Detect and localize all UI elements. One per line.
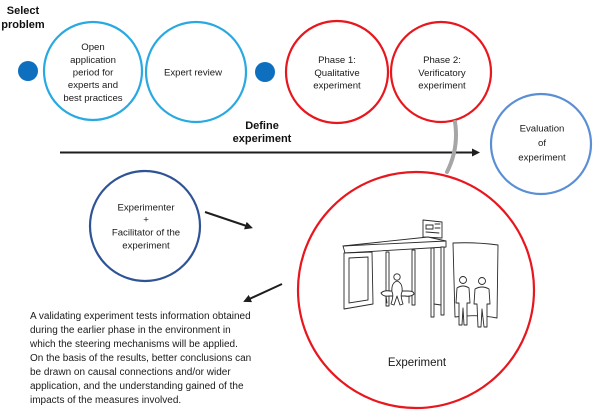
standing-person-head xyxy=(459,276,467,284)
node-label-line: Experimenter xyxy=(117,203,175,214)
node-open-application: Open application period for experts and … xyxy=(42,20,144,122)
description-line: A validating experiment tests informatio… xyxy=(30,311,251,322)
node-evaluation: Evaluation of experiment xyxy=(489,92,593,196)
seated-person-body xyxy=(390,280,404,306)
node-label-line: experiment xyxy=(418,81,466,92)
shelter-post xyxy=(440,246,445,316)
shelter-post xyxy=(411,249,416,306)
experimenter-ring xyxy=(88,169,202,283)
node-label-line: experts and xyxy=(68,80,118,91)
node-label-line: period for xyxy=(73,68,114,79)
shelter-roof xyxy=(342,236,447,254)
standing-person-body xyxy=(455,285,471,326)
node-label-line: Expert review xyxy=(164,68,222,79)
node-phase-2: Phase 2: Verificatory experiment xyxy=(389,20,493,124)
start-milestone-dot xyxy=(18,61,38,81)
node-label-line: best practices xyxy=(63,93,122,104)
define-experiment-line: Define xyxy=(245,120,279,132)
standing-person-body xyxy=(473,286,491,328)
bus-shelter-illustration xyxy=(342,219,499,328)
evaluation-ring xyxy=(489,92,593,196)
define-milestone-dot xyxy=(255,62,275,82)
standing-person-head xyxy=(478,277,486,285)
shelter-post-brace xyxy=(433,303,442,306)
node-label-line: Qualitative xyxy=(314,68,359,79)
node-label-line: of xyxy=(538,138,546,149)
select-problem-line: Select xyxy=(7,5,40,17)
node-label-line: Evaluation xyxy=(520,124,565,135)
phase-experiment-connector xyxy=(445,120,458,174)
description-line: On the basis of the results, better conc… xyxy=(30,353,251,364)
expert-review-ring xyxy=(144,20,248,124)
node-label-line: Open xyxy=(81,42,104,53)
node-phase-1: Phase 1: Qualitative experiment xyxy=(284,19,390,125)
node-label-line: application xyxy=(70,55,116,66)
node-experimenter: Experimenter + Facilitator of the experi… xyxy=(88,169,202,283)
node-expert-review: Expert review xyxy=(144,20,248,124)
node-label-line: experiment xyxy=(518,153,566,164)
select-problem-label: Select problem xyxy=(1,5,45,31)
node-experiment: Experiment xyxy=(296,170,536,410)
bench-legs xyxy=(385,295,410,304)
description-line: during the earlier phase in the environm… xyxy=(30,325,231,336)
open-application-ring xyxy=(42,20,144,122)
experiment-label: Experiment xyxy=(388,357,447,369)
select-problem-line: problem xyxy=(1,19,45,31)
experiment-to-description-arrow xyxy=(243,283,283,303)
shelter-post xyxy=(430,247,435,318)
shelter-sign-detail xyxy=(425,223,441,234)
phase-2-ring xyxy=(389,20,493,124)
shelter-roof-edge xyxy=(342,240,447,247)
description-line: impacts of the measures involved. xyxy=(30,395,181,406)
description-line: application, and the understanding gaine… xyxy=(30,381,244,392)
node-label-line: Phase 2: xyxy=(423,55,461,66)
experiment-ring xyxy=(296,170,536,410)
shelter-side-panel-inner xyxy=(348,256,369,304)
description-line: which the steering mechanisms will be ap… xyxy=(29,339,238,350)
define-experiment-line: experiment xyxy=(233,133,292,145)
experimenter-to-experiment-arrow xyxy=(204,211,253,230)
node-label-line: + xyxy=(143,215,149,226)
description-text: A validating experiment tests informatio… xyxy=(29,311,251,406)
node-label-line: Verificatory xyxy=(418,68,466,79)
node-label-line: Facilitator of the xyxy=(112,228,180,239)
node-label-line: Phase 1: xyxy=(318,55,356,66)
shelter-side-panel xyxy=(343,251,374,310)
seated-person-head xyxy=(393,273,401,281)
phase-1-ring xyxy=(284,19,390,125)
define-experiment-label: Define experiment xyxy=(233,120,292,145)
description-line: be drawn on causal connections and/or wi… xyxy=(30,367,231,378)
node-label-line: experiment xyxy=(122,241,170,252)
node-label-line: experiment xyxy=(313,81,361,92)
